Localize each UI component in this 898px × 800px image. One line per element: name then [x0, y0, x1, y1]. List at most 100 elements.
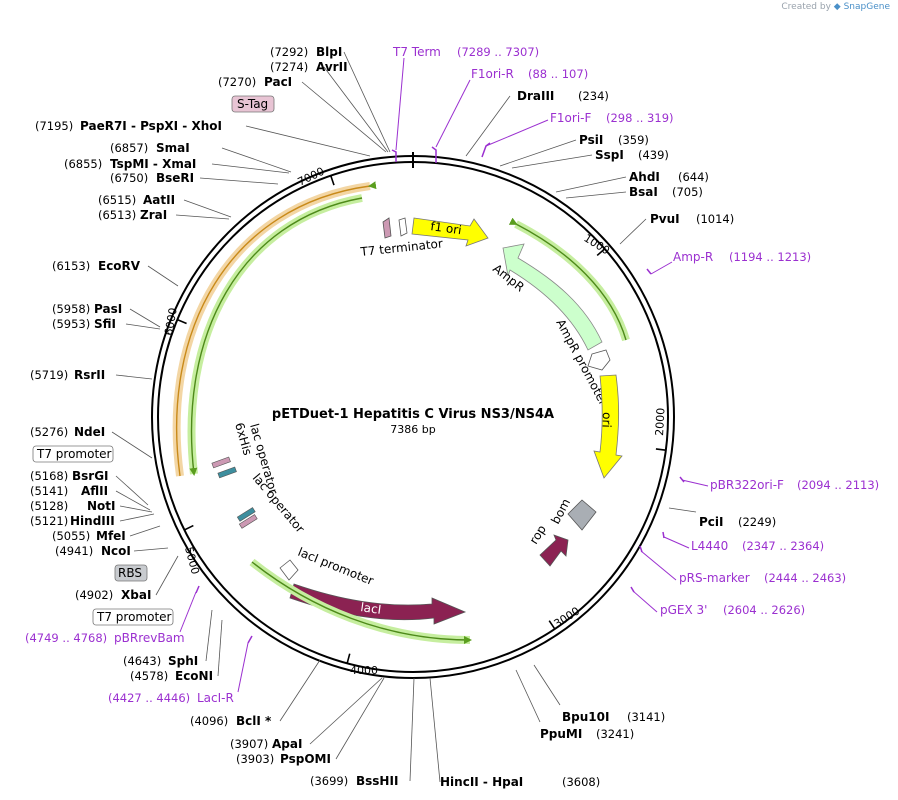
- laci-promoter-feature[interactable]: [279, 559, 299, 581]
- primer-range: (2444 .. 2463): [764, 571, 846, 585]
- site-leader-line: [155, 555, 179, 596]
- his-tag-feature[interactable]: [211, 456, 231, 469]
- site-pos: (439): [638, 148, 669, 162]
- tick-mark: [548, 620, 556, 630]
- site-bsrgi[interactable]: (5168)BsrGI: [30, 469, 109, 483]
- site-pos: (359): [618, 133, 649, 147]
- site-apai[interactable]: (3907)ApaI: [230, 737, 302, 751]
- site-xbai[interactable]: (4902)XbaI: [75, 588, 151, 602]
- site-rsrii[interactable]: (5719)RsrII: [30, 368, 105, 382]
- primer-t7-term[interactable]: T7 Term(7289 .. 7307): [392, 45, 539, 59]
- site-bsai[interactable]: BsaI(705): [629, 185, 703, 199]
- site-paci[interactable]: (7270)PacI: [218, 75, 292, 89]
- site-ppumi[interactable]: PpuMI(3241): [540, 727, 634, 741]
- site-pos: (705): [672, 185, 703, 199]
- site-name: NotI: [87, 499, 116, 513]
- site-zrai[interactable]: (6513)ZraI: [98, 208, 167, 222]
- lac-operator-1-feature[interactable]: [217, 466, 237, 479]
- site-pasi[interactable]: (5958)PasI: [52, 302, 122, 316]
- site-name: DraIII: [517, 89, 554, 103]
- site-hindiii[interactable]: (5121)HindIII: [30, 514, 115, 528]
- site-ncoi[interactable]: (4941)NcoI: [55, 544, 131, 558]
- ampr-feature[interactable]: [502, 243, 603, 351]
- site-paer7i[interactable]: (7195)PaeR7I - PspXI - XhoI: [35, 119, 222, 133]
- site-name: PacI: [264, 75, 292, 89]
- site-smai[interactable]: (6857) SmaI: [110, 141, 190, 155]
- site-pos: (6513): [98, 208, 136, 222]
- primer-prs-marker[interactable]: pRS-marker(2444 .. 2463): [679, 571, 846, 585]
- site-psii[interactable]: PsiI(359): [579, 133, 649, 147]
- site-hincii[interactable]: HincII - HpaI(3608): [440, 775, 600, 789]
- primer-pbrrevbam[interactable]: pBRrevBam(4749 .. 4768): [25, 631, 185, 645]
- site-sphi[interactable]: (4643)SphI: [123, 654, 198, 668]
- his-tag-feature-2[interactable]: [238, 514, 258, 529]
- site-bsshii[interactable]: (3699)BssHII: [310, 774, 398, 788]
- site-sfii[interactable]: (5953)SfiI: [52, 317, 116, 331]
- site-sspi[interactable]: SspI(439): [595, 148, 669, 162]
- s-tag-feature[interactable]: [382, 217, 392, 239]
- primer-l4440[interactable]: L4440(2347 .. 2364): [691, 539, 824, 553]
- site-leader-line: [515, 669, 541, 723]
- site-name: SmaI: [156, 141, 190, 155]
- tick-mark: [346, 653, 351, 664]
- site-name: AvrII: [316, 60, 348, 74]
- site-leader-line: [533, 664, 561, 706]
- ampr-promoter-feature[interactable]: [587, 349, 611, 371]
- site-name: EcoRV: [98, 259, 141, 273]
- t7-terminator-feature[interactable]: [398, 217, 408, 237]
- site-pos: (6857): [110, 141, 148, 155]
- site-bpu10i[interactable]: Bpu10I(3141): [562, 710, 665, 724]
- site-mfei[interactable]: (5055)MfeI: [52, 529, 126, 543]
- site-pvui[interactable]: PvuI(1014): [650, 212, 734, 226]
- primer-leader-line: [435, 79, 471, 148]
- primer-pgex-3-[interactable]: pGEX 3'(2604 .. 2626): [660, 603, 805, 617]
- site-aflii[interactable]: (5141)AflII: [30, 484, 108, 498]
- site-ahdi[interactable]: AhdI(644): [629, 170, 709, 184]
- tick-mark: [177, 318, 187, 325]
- site-name: AhdI: [629, 170, 660, 184]
- primer-leader-line: [237, 642, 249, 693]
- primer-leader-line: [395, 57, 405, 151]
- site-pcii[interactable]: PciI(2249): [699, 515, 776, 529]
- site-leader-line: [115, 374, 153, 380]
- svg-text:T7 promoter: T7 promoter: [36, 447, 112, 461]
- f1-ori-feature[interactable]: [411, 217, 489, 247]
- site-pspomi[interactable]: (3903)PspOMI: [236, 752, 331, 766]
- site-pos: (7195): [35, 119, 73, 133]
- site-noti[interactable]: (5128)NotI: [30, 499, 116, 513]
- t7-terminator-label: T7 terminator: [359, 236, 444, 259]
- map-title: pETDuet-1 Hepatitis C Virus NS3/NS4A: [272, 407, 554, 422]
- primer-amp-r[interactable]: Amp-R(1194 .. 1213): [673, 250, 811, 264]
- site-aatii[interactable]: (6515)AatII: [98, 193, 175, 207]
- site-draiii[interactable]: DraIII(234): [517, 89, 609, 103]
- site-ndei[interactable]: (5276)NdeI: [30, 425, 105, 439]
- site-bseri[interactable]: (6750)BseRI: [110, 171, 194, 185]
- rop-feature[interactable]: [539, 534, 569, 567]
- site-bcli[interactable]: (4096)BclI *: [190, 714, 272, 728]
- site-leader-line: [115, 475, 149, 506]
- lac-operator-2-feature[interactable]: [236, 507, 256, 522]
- site-tspmi[interactable]: (6855)TspMI - XmaI: [64, 157, 196, 171]
- primer-range: (4427 .. 4446): [108, 691, 190, 705]
- site-leader-line: [301, 81, 387, 153]
- site-leader-line: [323, 66, 389, 153]
- primer-laci-r[interactable]: LacI-R(4427 .. 4446): [108, 691, 234, 705]
- site-leader-line: [221, 147, 292, 173]
- primer-f1ori-r[interactable]: F1ori-R(88 .. 107): [471, 67, 588, 81]
- site-pos: (3241): [596, 727, 634, 741]
- snapgene-credit: Created by ◆ SnapGene: [781, 2, 890, 12]
- lac-operator-2-label: lac operator: [250, 471, 308, 536]
- site-blpi[interactable]: (7292)BlpI: [270, 45, 342, 59]
- site-econi[interactable]: (4578)EcoNI: [130, 669, 213, 683]
- site-ecorv[interactable]: (6153)EcoRV: [52, 259, 141, 273]
- site-pos: (5953): [52, 317, 90, 331]
- site-avrii[interactable]: (7274)AvrII: [270, 60, 348, 74]
- orf-green-arc-1[interactable]: [187, 194, 363, 475]
- ori-label: ori: [599, 412, 614, 428]
- ori-feature[interactable]: [593, 374, 623, 479]
- primer-pbr322ori-f[interactable]: pBR322ori-F(2094 .. 2113): [710, 478, 879, 492]
- bom-feature[interactable]: [567, 499, 597, 531]
- site-pos: (4902): [75, 588, 113, 602]
- site-leader-line: [555, 176, 627, 193]
- primer-f1ori-f[interactable]: F1ori-F(298 .. 319): [550, 111, 674, 125]
